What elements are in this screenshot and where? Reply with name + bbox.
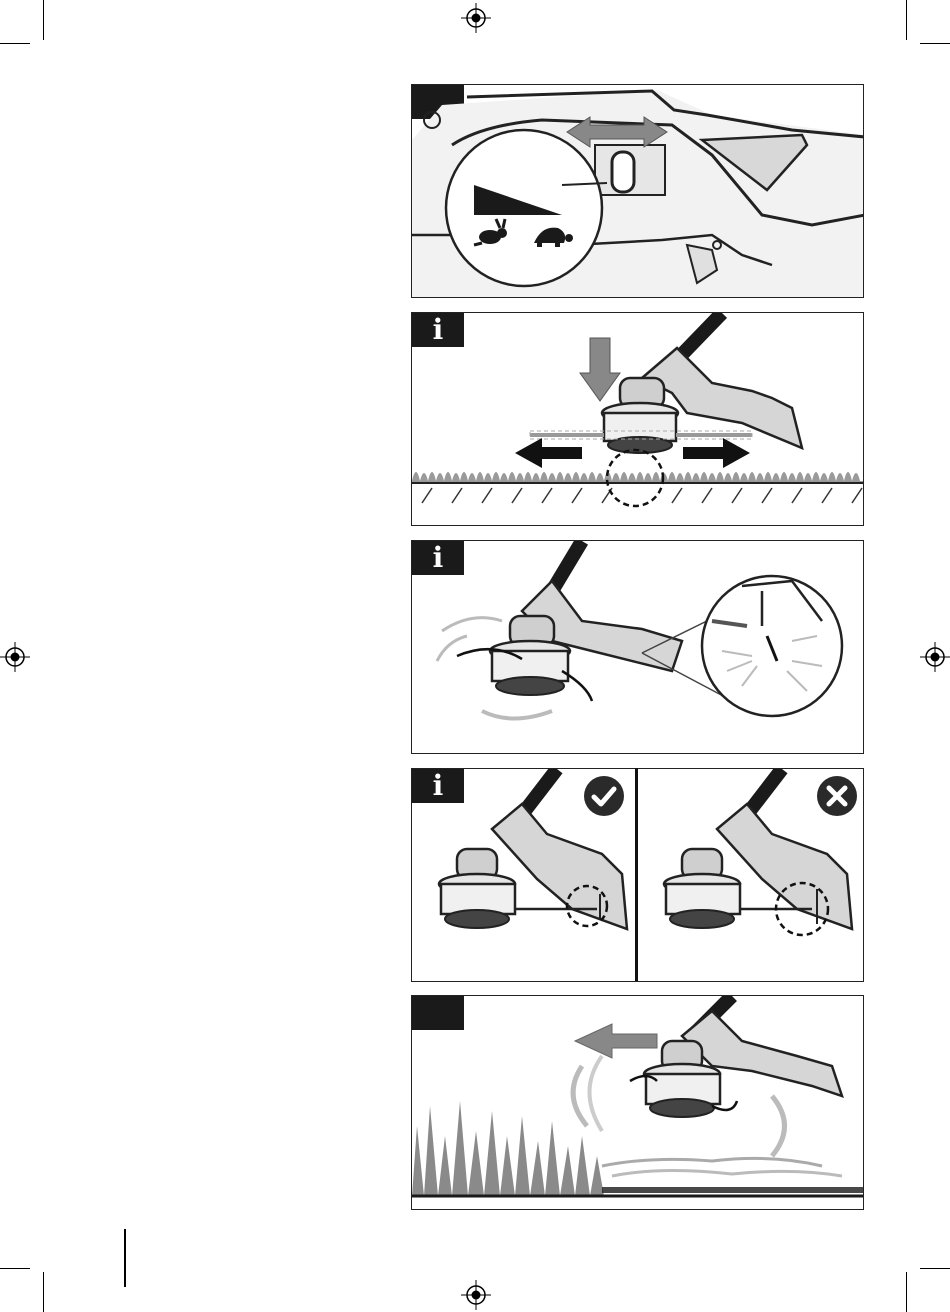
cross-icon <box>816 775 858 817</box>
ground-hatch <box>422 488 862 503</box>
check-icon <box>583 775 625 817</box>
registration-mark-icon <box>0 642 30 672</box>
tap-feed-panel: i <box>411 312 864 526</box>
registration-mark-icon <box>461 1280 491 1310</box>
crop-mark <box>906 0 907 40</box>
panel-divider <box>635 768 638 981</box>
page-margin-rule <box>124 1229 126 1287</box>
crop-mark <box>43 1272 44 1312</box>
crop-mark <box>906 1272 907 1312</box>
trimming-direction-illustration <box>412 996 864 1210</box>
crop-mark <box>43 0 44 40</box>
crop-mark <box>920 1268 950 1269</box>
left-arrow-icon <box>575 1024 657 1058</box>
grass-icon <box>412 472 864 483</box>
line-length-illustration <box>412 769 864 982</box>
line-cutoff-panel: i <box>411 540 864 754</box>
down-arrow-icon <box>580 338 620 401</box>
crop-mark <box>0 1268 30 1269</box>
trimming-direction-panel <box>411 995 864 1210</box>
left-arrow-icon <box>515 438 582 468</box>
speed-switch-panel <box>411 84 864 298</box>
line-cutoff-illustration <box>412 541 864 754</box>
right-arrow-icon <box>683 438 750 468</box>
crop-mark <box>920 43 950 44</box>
trimmer-handle-illustration <box>412 85 864 298</box>
tap-feed-illustration <box>412 313 864 526</box>
crop-mark <box>0 43 30 44</box>
cut-line-zoom-icon <box>702 576 842 716</box>
registration-mark-icon <box>920 642 950 672</box>
registration-mark-icon <box>461 3 491 33</box>
